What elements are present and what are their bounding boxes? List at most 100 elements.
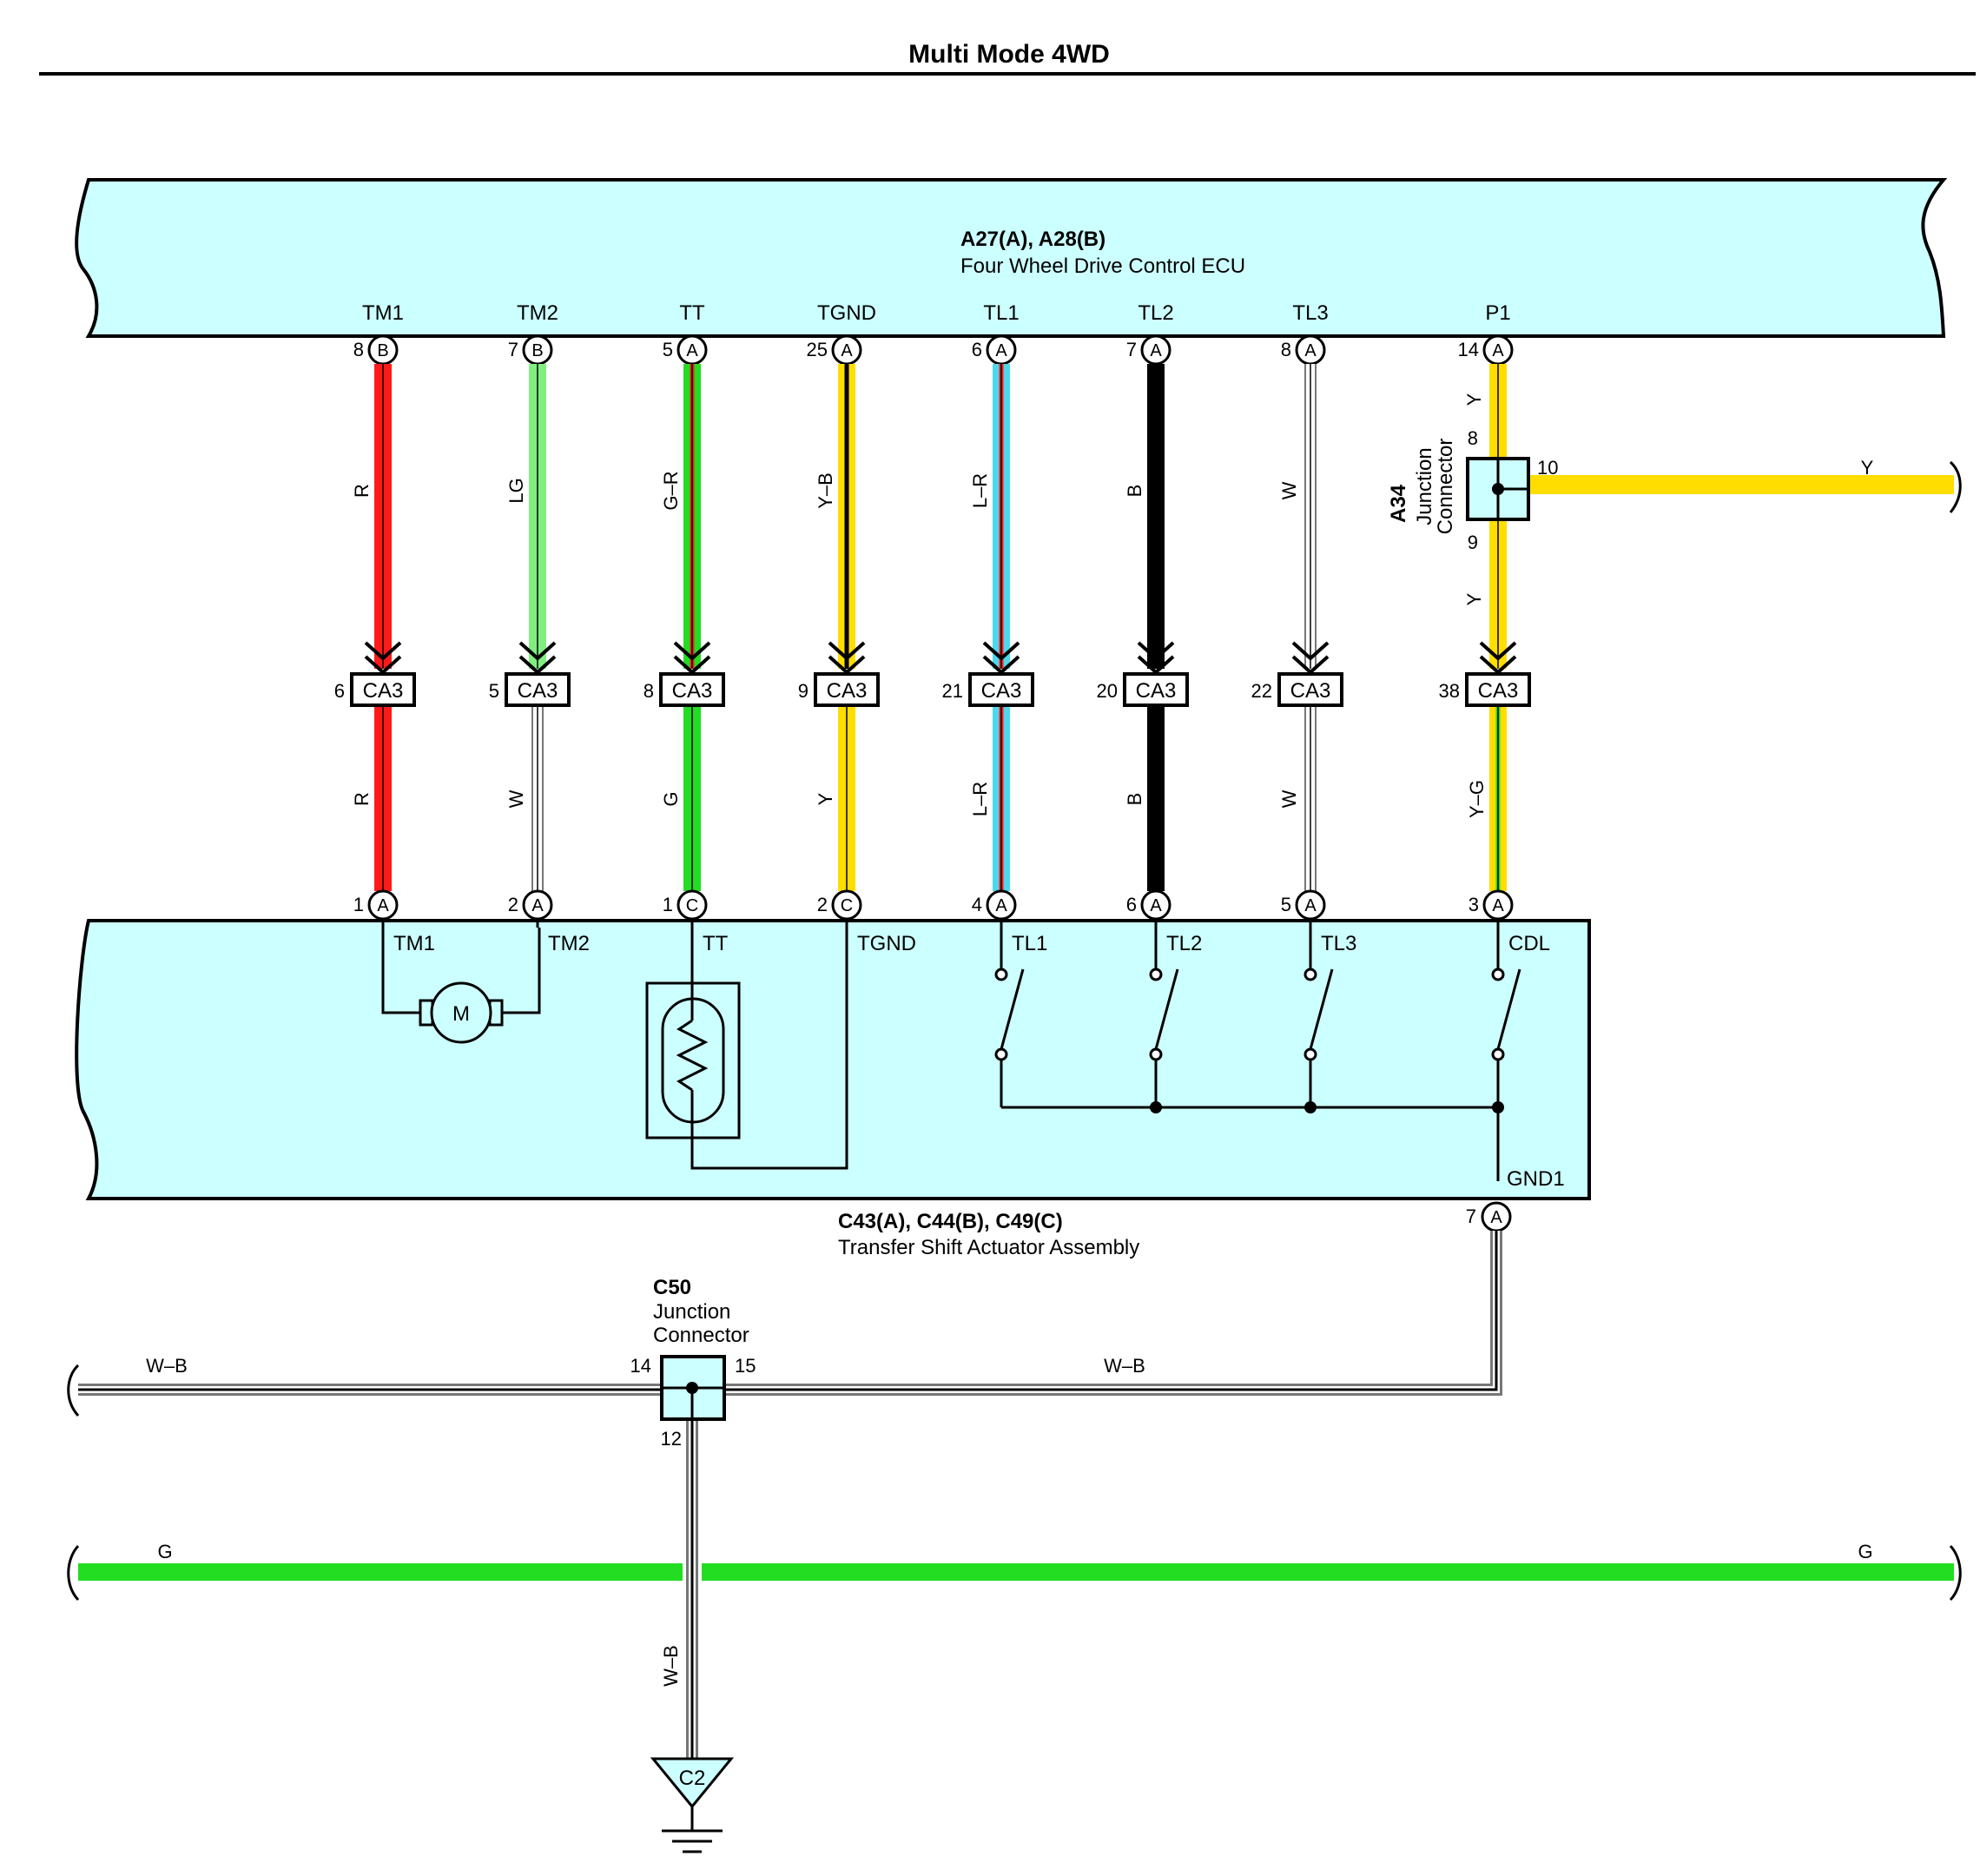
g-bus-label-right: G (1858, 1541, 1872, 1562)
ca3-connector-label: CA3 (1290, 679, 1331, 703)
actuator-terminal-conn: C (686, 896, 698, 915)
actuator-terminal-label: TL3 (1321, 932, 1356, 955)
a34-pin-out: 9 (1468, 532, 1478, 553)
gnd1-label: GND1 (1507, 1167, 1565, 1191)
ca3-connector-pin: 6 (334, 680, 345, 702)
wb-wire-gnd1 (724, 1231, 1502, 1396)
switches (994, 928, 1521, 1107)
ca3-connector-label: CA3 (363, 679, 404, 703)
actuator-terminal-conn: A (377, 896, 389, 915)
actuator-terminal-label: TM1 (393, 932, 435, 955)
actuator-terminal-pin: 5 (1281, 894, 1291, 915)
ca3-connector-label: CA3 (518, 679, 558, 703)
a34-name-line1: Junction (1413, 447, 1436, 525)
c50-wire-down-label: W–B (660, 1645, 682, 1687)
a34-wire-up-label: Y (1463, 393, 1485, 406)
actuator-name: Transfer Shift Actuator Assembly (838, 1236, 1139, 1259)
ca3-connector-pin: 20 (1097, 680, 1118, 702)
motor (381, 928, 541, 1044)
actuator-terminal-pin: 1 (663, 894, 673, 915)
switch (1491, 928, 1521, 1107)
chevron-down-icon (982, 641, 1020, 661)
switch (994, 928, 1025, 1107)
actuator-terminal-conn: A (531, 896, 544, 915)
actuator-terminal (1482, 889, 1514, 921)
ecu-terminal-pin: 7 (1126, 339, 1137, 360)
ca3-connector-label: CA3 (981, 679, 1022, 703)
actuator-terminal-label: TT (703, 932, 729, 955)
actuator-terminal-pin: 2 (508, 894, 518, 915)
ca3-connector-label: CA3 (827, 679, 868, 703)
a34-code: A34 (1387, 484, 1410, 523)
ecu-terminal-conn: A (1304, 341, 1317, 360)
upper-wire-label: W (1278, 481, 1300, 499)
actuator-terminal-label: TL2 (1166, 932, 1202, 955)
chevron-down-icon (518, 641, 557, 661)
ecu-terminal-conn: A (1492, 341, 1504, 360)
ecu-terminal-pin: 8 (353, 339, 364, 360)
chevron-down-icon (673, 641, 711, 661)
switch (1304, 928, 1334, 1107)
ca3-connector-label: CA3 (1478, 679, 1519, 703)
gnd1-terminal-pin: 7 (1466, 1206, 1476, 1227)
ecu-terminal-conn: A (1150, 341, 1162, 360)
ca3-connector-pin: 38 (1439, 680, 1460, 702)
upper-wire-label: Y–B (815, 472, 836, 509)
lower-wire-label: L–R (969, 782, 991, 816)
actuator-terminal-conn: A (1304, 896, 1317, 915)
ecu-terminal-conn: A (841, 341, 853, 360)
g-bus (67, 1544, 1962, 1602)
ecu-terminal-conn: A (686, 341, 698, 360)
chevron-down-icon (1137, 641, 1175, 661)
ecu-terminal-label: TM1 (362, 301, 404, 325)
ca3-connector-pin: 9 (798, 680, 808, 702)
actuator-terminal-conn: A (1492, 896, 1504, 915)
actuator-box (75, 919, 1591, 1200)
ecu-terminal-pin: 7 (508, 339, 518, 360)
ecu-terminal-label: TGND (817, 301, 876, 325)
actuator-terminal (1295, 889, 1326, 921)
upper-wire-label: R (351, 484, 373, 498)
actuator-terminal-label: TGND (857, 932, 916, 955)
ca3-connector: CA3 5 (489, 641, 571, 707)
g-bus-label-left: G (157, 1541, 172, 1562)
ecu-terminal-conn: A (995, 341, 1007, 360)
ecu-terminal-pin: 8 (1281, 339, 1291, 360)
lower-wire-label: B (1124, 793, 1145, 806)
ecu-terminal-label: TM2 (517, 301, 558, 325)
ca3-connector-pin: 22 (1251, 680, 1272, 702)
a34-pin-in: 8 (1468, 427, 1478, 449)
a34-name-line2: Connector (1434, 439, 1457, 535)
actuator-terminal-pin: 2 (817, 894, 828, 915)
lower-wire-label: W (505, 789, 527, 808)
ca3-connector-pin: 21 (942, 680, 963, 702)
actuator-terminal-pin: 4 (972, 894, 982, 915)
upper-wire-label: B (1124, 485, 1145, 498)
gnd1-terminal-conn: A (1490, 1208, 1502, 1227)
a34-pin-side: 10 (1537, 457, 1558, 479)
ecu-terminal-label: TL3 (1292, 301, 1328, 325)
ecu-terminal-conn: B (377, 341, 388, 360)
ecu-box (75, 178, 1948, 338)
c50-pin-right: 15 (735, 1355, 756, 1377)
actuator-terminal-label: CDL (1508, 932, 1550, 955)
lower-wire-label: Y–G (1466, 780, 1488, 818)
lower-wire-label: G (660, 791, 682, 806)
wire-break-icon (67, 1544, 80, 1602)
ecu-name: Four Wheel Drive Control ECU (960, 254, 1245, 278)
ca3-connector-pin: 8 (644, 680, 654, 702)
actuator-terminal (831, 889, 862, 921)
upper-wire-label: G–R (660, 471, 682, 510)
switch (1149, 928, 1179, 1107)
c50-pin-down: 12 (661, 1428, 682, 1450)
ecu-terminals: TM1B8TM2B7TTA5TGNDA25TL1A6TL2A7TL3A8P1A1… (353, 301, 1514, 366)
wire-break-icon (67, 1364, 80, 1417)
actuator-terminal (367, 889, 399, 921)
actuator-terminal (522, 889, 553, 921)
ca3-connector-pin: 5 (489, 680, 499, 702)
